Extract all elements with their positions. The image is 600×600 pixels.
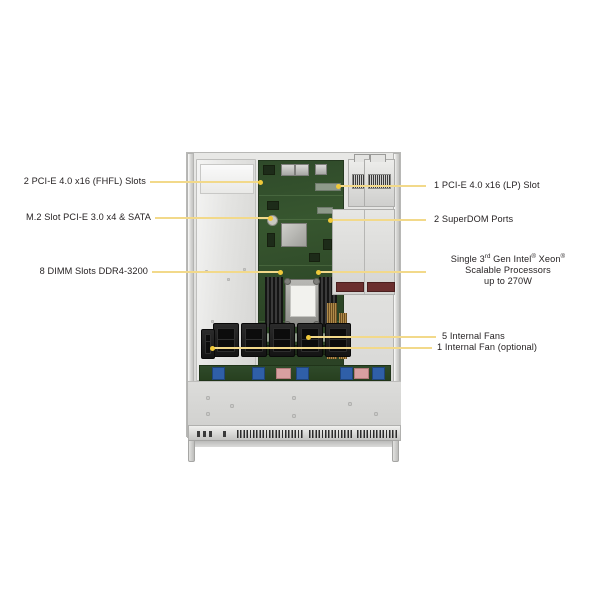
leader-dot-pcie-fhfl: [258, 179, 263, 185]
psu-handle: [370, 154, 386, 162]
drive-bay-assembly: [332, 209, 395, 295]
bezel-vent: [237, 430, 303, 438]
leader-line-cpu: [318, 271, 426, 273]
chassis-body: [186, 152, 401, 441]
front-bezel: [188, 425, 401, 441]
psu-label: [367, 282, 395, 292]
backplane: [199, 365, 391, 381]
pin-header: [317, 207, 333, 214]
rack-ear-left: [188, 440, 195, 462]
power-supply-module-2: [364, 154, 395, 207]
callout-label-pcie-fhfl: 2 PCI-E 4.0 x16 (FHFL) Slots: [23, 176, 146, 186]
leader-dot-dimm: [278, 269, 283, 275]
psu-handle: [354, 154, 370, 162]
callout-label-dimm: 8 DIMM Slots DDR4-3200: [39, 266, 148, 276]
bezel-vent: [309, 430, 353, 438]
callout-label-pcie-lp: 1 PCI-E 4.0 x16 (LP) Slot: [434, 180, 540, 190]
leader-line-fan-optional: [212, 347, 432, 349]
leader-line-fans-5: [308, 336, 436, 338]
callout-label-fan-optional: 1 Internal Fan (optional): [437, 342, 538, 352]
processor-line-2: Scalable Processors: [465, 265, 551, 276]
reset-button: [203, 431, 206, 437]
registered-mark-icon: ®: [560, 252, 566, 260]
sata-connector: [252, 367, 265, 380]
leader-dot-superdom: [328, 217, 333, 223]
status-led: [209, 431, 212, 437]
chassis-shadow: [194, 440, 393, 447]
sata-connector: [340, 367, 353, 380]
processor-line-1: Single 3rd Gen Intel® Xeon®: [450, 252, 566, 264]
power-button: [197, 431, 200, 437]
sata-connector: [212, 367, 225, 380]
leader-dot-pcie-lp: [336, 183, 341, 189]
callout-label-m2-slot: M.2 Slot PCI-E 3.0 x4 & SATA: [26, 212, 151, 222]
rear-io-port: [295, 164, 309, 176]
front-panel-connector: [276, 368, 291, 379]
ordinal-superscript: rd: [484, 252, 491, 260]
leader-dot-cpu: [316, 269, 321, 275]
internal-fan: [213, 323, 239, 357]
registered-mark-icon: ®: [531, 252, 537, 260]
leader-line-superdom: [330, 219, 426, 221]
cpu-heatsink-label: [290, 285, 316, 317]
rack-ear-right: [392, 440, 399, 462]
dimm-bank-left: [265, 277, 283, 327]
rear-io-port: [315, 164, 327, 175]
callout-label-processor: Single 3rd Gen Intel® Xeon® Scalable Pro…: [424, 252, 592, 288]
internal-fan: [269, 323, 295, 357]
battery-cell: [267, 215, 278, 226]
cpu-heatsink: [284, 278, 320, 328]
leader-dot-m2-slot: [268, 215, 273, 221]
server-chassis-illustration: [186, 152, 401, 470]
chipset-heatsink: [281, 223, 307, 247]
rear-io-port: [281, 164, 295, 176]
bezel-vent: [357, 430, 397, 438]
leader-dot-fan-optional: [210, 345, 215, 351]
processor-line-3: up to 270W: [484, 276, 532, 287]
leader-line-pcie-fhfl: [150, 181, 260, 183]
psu-label: [336, 282, 364, 292]
leader-dot-fans-5: [306, 334, 311, 340]
leader-line-m2-slot: [155, 217, 270, 219]
internal-fan: [297, 323, 323, 357]
leader-line-dimm: [152, 271, 280, 273]
callout-label-superdom: 2 SuperDOM Ports: [434, 214, 514, 224]
front-panel-connector: [354, 368, 369, 379]
callout-label-fans-5: 5 Internal Fans: [442, 331, 505, 341]
internal-fan-optional: [201, 329, 215, 359]
sata-connector: [372, 367, 385, 380]
internal-fan-row: [213, 323, 353, 357]
leader-line-pcie-lp: [338, 185, 426, 187]
uid-button: [223, 431, 226, 437]
internal-fan: [325, 323, 351, 357]
internal-fan: [241, 323, 267, 357]
sata-connector: [296, 367, 309, 380]
